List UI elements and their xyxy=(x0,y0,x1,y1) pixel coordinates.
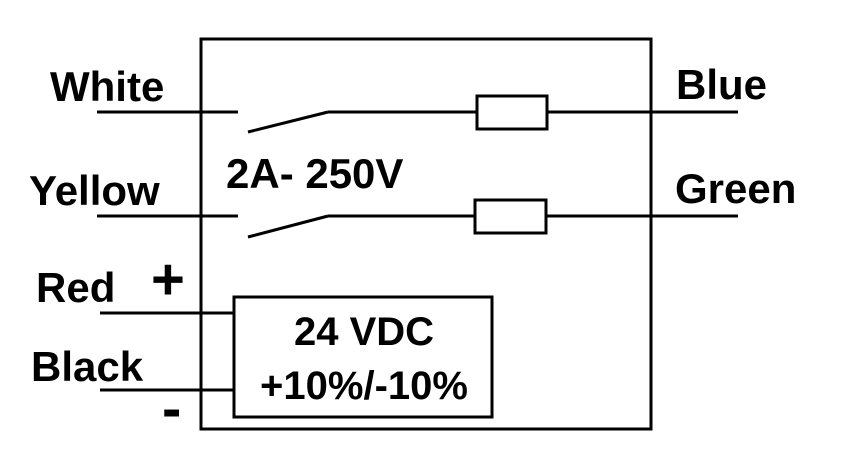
switch-contact-bottom xyxy=(247,214,329,239)
label-green: Green xyxy=(675,165,796,212)
enclosure-box xyxy=(199,37,653,431)
circuit-bottom xyxy=(97,198,738,239)
power-voltage-label: 24 VDC xyxy=(294,310,434,354)
label-blue: Blue xyxy=(676,61,767,108)
label-black: Black xyxy=(31,343,144,390)
label-yellow: Yellow xyxy=(29,167,160,214)
fuse-top xyxy=(475,94,549,131)
label-red: Red xyxy=(36,264,115,311)
circuit-top xyxy=(97,94,738,134)
minus-sign: - xyxy=(162,376,181,441)
label-white: White xyxy=(50,63,164,110)
switch-contact-top xyxy=(247,110,329,134)
power-tolerance-label: +10%/-10% xyxy=(260,364,468,408)
switch-rating-label: 2A- 250V xyxy=(226,150,403,197)
fuse-bottom xyxy=(473,198,548,235)
power-supply-box xyxy=(232,295,494,419)
plus-sign: + xyxy=(151,247,185,312)
